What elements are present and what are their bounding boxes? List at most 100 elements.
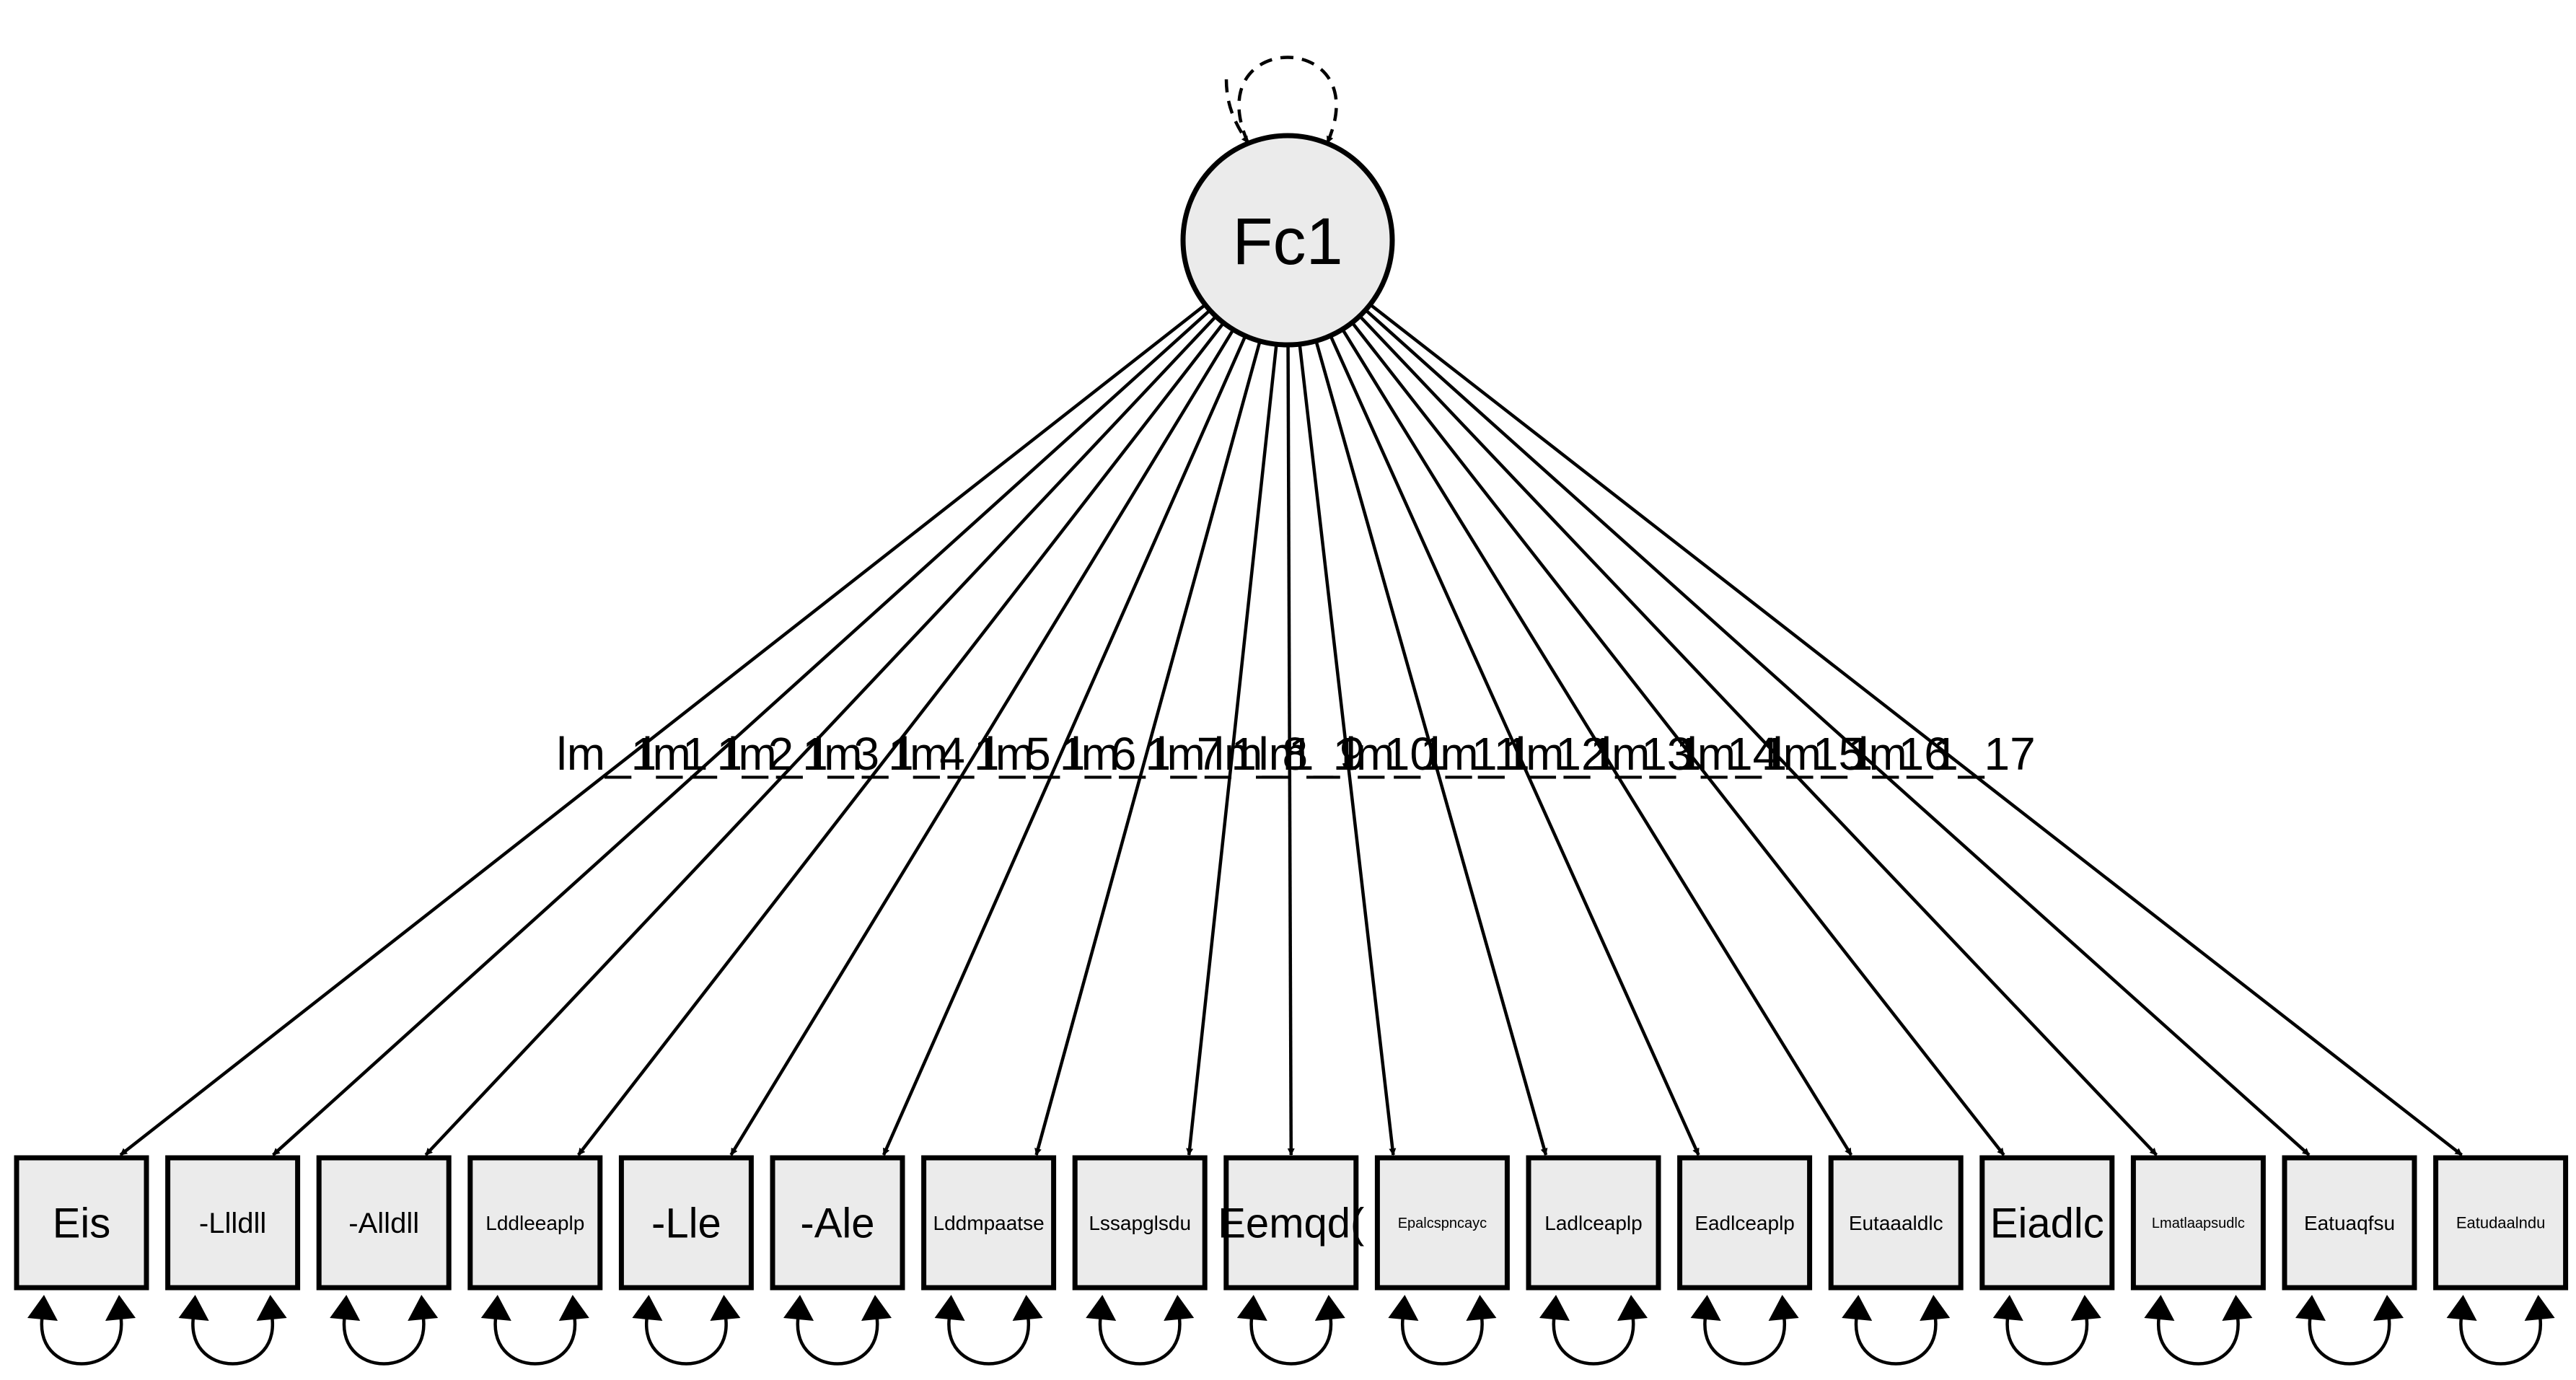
- residual-variance-arc: [2157, 1310, 2240, 1366]
- residual-variance-arc: [2308, 1310, 2391, 1366]
- residual-arrowhead-right: [2524, 1295, 2555, 1321]
- indicator-box: [467, 1155, 603, 1291]
- indicator-node[interactable]: -Llldll: [165, 1155, 301, 1291]
- loading-label: lm_1_8: [1156, 728, 1308, 780]
- loading-label: lm_1_11: [1346, 728, 1520, 780]
- loading-edge: [577, 322, 1225, 1156]
- indicator-box: [165, 1155, 301, 1291]
- latent-label: Fc1: [1232, 205, 1342, 278]
- loading-edge: [119, 303, 1207, 1156]
- indicator-node[interactable]: -Lle: [618, 1155, 754, 1291]
- loading-label: lm_1_9: [1214, 728, 1366, 780]
- residual-arrowhead-right: [1768, 1295, 1799, 1321]
- indicator-node[interactable]: Lssapglsdu: [1072, 1155, 1208, 1291]
- indicator-label: Eatudaalndu: [2456, 1214, 2546, 1232]
- residual-arrowhead-right: [861, 1295, 892, 1321]
- indicator-label: Epalcspncayc: [1398, 1216, 1487, 1231]
- residual-arrowhead-left: [1690, 1295, 1721, 1321]
- indicator-label: -Llldll: [199, 1208, 266, 1239]
- latent-node[interactable]: Fc1: [1180, 133, 1395, 348]
- loading-label: lm_1_13: [1516, 728, 1693, 780]
- indicator-box: [14, 1155, 149, 1291]
- residual-variance-arc: [342, 1310, 426, 1366]
- residual-arrowhead-left: [783, 1295, 814, 1321]
- indicator-node[interactable]: Eemqd(: [1218, 1155, 1364, 1291]
- indicator-node[interactable]: Eadlceaplp: [1677, 1155, 1813, 1291]
- indicator-node[interactable]: Lmatlaapsudlc: [2130, 1155, 2266, 1291]
- loading-label: lm_1_4: [814, 728, 965, 780]
- residual-arrowhead-left: [934, 1295, 965, 1321]
- residual-arrowhead-left: [1992, 1295, 2023, 1321]
- loading-label: lm_1_2: [642, 728, 794, 780]
- residual-variance-arc: [493, 1310, 577, 1366]
- residual-arrowhead-left: [1842, 1295, 1873, 1321]
- residual-variance-arc: [947, 1310, 1030, 1366]
- latent-variance-arc: [1237, 56, 1338, 144]
- loading-edge: [1341, 328, 1853, 1156]
- indicator-box: [770, 1155, 905, 1291]
- residual-arrowhead-left: [178, 1295, 209, 1321]
- residual-arrowhead-right: [1466, 1295, 1497, 1321]
- residual-arrowhead-left: [1388, 1295, 1419, 1321]
- indicator-box: [1828, 1155, 1964, 1291]
- indicator-node[interactable]: Epalcspncayc: [1374, 1155, 1510, 1291]
- residual-variance-arc: [1854, 1310, 1938, 1366]
- residual-arrowhead-left: [480, 1295, 511, 1321]
- residual-arrowhead-left: [1539, 1295, 1570, 1321]
- loading-label: lm_1_1: [557, 728, 708, 780]
- indicator-node[interactable]: Eiadlc: [1979, 1155, 2115, 1291]
- residual-arrowhead-right: [105, 1295, 136, 1321]
- residual-arrowhead-right: [558, 1295, 589, 1321]
- residual-arrowhead-right: [1012, 1295, 1043, 1321]
- loading-edges: [119, 303, 2463, 1156]
- latent-circle: [1180, 133, 1395, 348]
- loading-edge: [882, 335, 1247, 1156]
- indicator-node[interactable]: Eutaaaldlc: [1828, 1155, 1964, 1291]
- residual-variance-arc: [645, 1310, 728, 1366]
- residual-variance-arc: [1401, 1310, 1484, 1366]
- residual-arrowhead-left: [1236, 1295, 1267, 1321]
- indicator-label: -Ale: [800, 1200, 874, 1247]
- residual-variance-arc: [2459, 1310, 2542, 1366]
- indicator-node[interactable]: Lddleeaplp: [467, 1155, 603, 1291]
- indicator-node[interactable]: Eatudaalndu: [2433, 1155, 2569, 1291]
- residual-arrowhead-right: [710, 1295, 741, 1321]
- loading-labels: lm_1_1lm_1_2lm_1_3lm_1_4lm_1_5lm_1_6lm_1…: [557, 728, 2036, 780]
- indicator-node[interactable]: -Ale: [770, 1155, 905, 1291]
- indicator-node[interactable]: Ladlceaplp: [1526, 1155, 1661, 1291]
- indicator-node[interactable]: -Alldll: [316, 1155, 452, 1291]
- indicator-label: Eutaaaldlc: [1849, 1212, 1943, 1234]
- residual-arrowhead-right: [256, 1295, 287, 1321]
- loading-label: lm_1_5: [900, 728, 1051, 780]
- indicator-label: Eemqd(: [1218, 1200, 1364, 1247]
- indicator-box: [618, 1155, 754, 1291]
- indicator-box: [2130, 1155, 2266, 1291]
- loading-label: lm_1_10: [1258, 728, 1436, 780]
- indicator-node[interactable]: Eis: [14, 1155, 149, 1291]
- indicator-label: Eiadlc: [1990, 1200, 2104, 1247]
- residual-variance-arc: [2005, 1310, 2089, 1366]
- latent-variance-arrow-left: [1224, 79, 1249, 144]
- indicator-box: [921, 1155, 1057, 1291]
- loading-edge: [1369, 303, 2463, 1156]
- indicator-node[interactable]: Lddmpaatse: [921, 1155, 1057, 1291]
- residual-variance-arc: [796, 1310, 879, 1366]
- loading-edge: [1034, 340, 1262, 1156]
- loading-edge: [1350, 321, 2005, 1156]
- loading-label: lm_1_6: [985, 728, 1137, 780]
- residual-variance-arc: [40, 1310, 123, 1366]
- loading-edge: [1358, 315, 2158, 1156]
- loading-edge: [1298, 343, 1397, 1156]
- loading-edge: [1314, 340, 1548, 1156]
- loading-edge: [1286, 344, 1295, 1156]
- loading-edge: [1364, 309, 2311, 1156]
- indicator-node[interactable]: Eatuaqfsu: [2282, 1155, 2417, 1291]
- indicator-label: Lssapglsdu: [1089, 1212, 1191, 1234]
- residual-variance-arc: [191, 1310, 274, 1366]
- indicator-label: -Alldll: [348, 1208, 419, 1239]
- residual-arrowhead-left: [632, 1295, 663, 1321]
- indicator-box: [2433, 1155, 2569, 1291]
- residual-arrowhead-right: [1920, 1295, 1951, 1321]
- nodes: Fc1 Eis -Llldll -Alldll Lddleeaplp-Lle -Ale L…: [14, 133, 2569, 1291]
